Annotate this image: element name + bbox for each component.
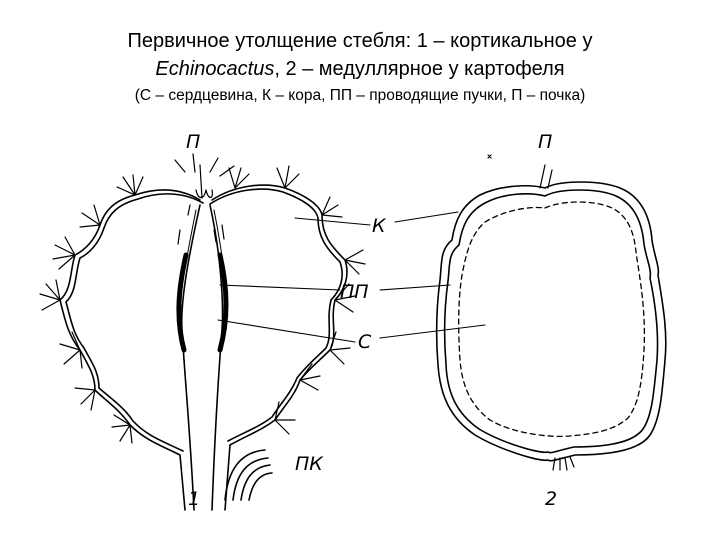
potato-medulla-boundary [458,201,646,438]
label-pith: С [358,331,372,353]
leader-lines [217,211,486,343]
potato-outline-outer [435,181,667,462]
title-line-1: Первичное утолщение стебля: 1 – кортикал… [127,30,593,52]
echinocactus-figure [39,153,366,511]
pk-curves [224,449,273,501]
cactus-spine-clusters [39,153,366,444]
title-line-2: Echinocactus, 2 – медуллярное у картофел… [0,55,720,83]
label-figure-2: 2 [545,488,557,510]
label-cortex: К [372,215,387,237]
label-bud-left: П [186,131,200,153]
label-figure-1: 1 [188,488,200,510]
label-vascular-bundles: ПП [340,281,369,303]
label-pk: ПК [295,453,324,475]
label-bud-right: П [538,131,552,153]
subtitle: (С – сердцевина, К – кора, ПП – проводящ… [134,87,586,104]
title-line-2-rest: , 2 – медуллярное у картофеля [274,58,565,80]
cortex-bundle-right [217,252,229,353]
cortex-bundle-left [176,252,189,353]
central-bundle-left [180,204,201,511]
potato-outline-inner [443,189,659,454]
potato-figure [435,154,667,471]
title-genus: Echinocactus [155,58,275,80]
central-bundle-right [209,204,224,511]
